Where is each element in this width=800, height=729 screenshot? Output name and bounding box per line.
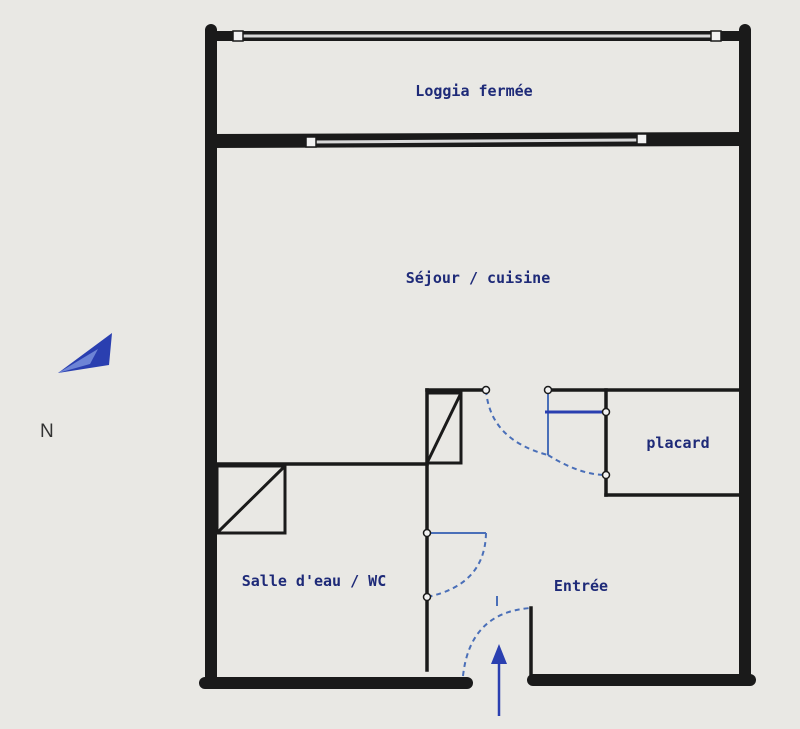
- room-label-placard: placard: [646, 434, 709, 452]
- door-swings: [422, 385, 611, 677]
- room-label-sejour: Séjour / cuisine: [406, 269, 551, 287]
- north-arrow-icon: [58, 333, 112, 373]
- top-window-node-left: [232, 30, 244, 42]
- compass-label: N: [40, 421, 54, 442]
- top-window-node-right: [710, 30, 722, 42]
- north-arrow-shade: [58, 349, 98, 373]
- entrance-door-arc: [462, 607, 532, 677]
- kitchen-duct-diagonal: [425, 392, 463, 464]
- bathroom-door-arc: [426, 532, 487, 598]
- loggia-divider-glass: [311, 138, 643, 144]
- entrance-arrow-icon: [491, 644, 507, 716]
- entrance-arrow-head: [491, 644, 507, 664]
- ducts: [215, 391, 463, 535]
- sejour-door-node: [543, 385, 553, 395]
- divider-window-node-left: [305, 136, 317, 148]
- bathroom-duct-diagonal: [215, 464, 287, 535]
- bathroom-door-hinge: [422, 528, 432, 538]
- room-label-salle-eau: Salle d'eau / WC: [242, 572, 387, 590]
- loggia-windows: [210, 30, 746, 148]
- placard-door-node-bottom: [601, 470, 611, 480]
- divider-window-node-right: [636, 133, 648, 145]
- sejour-door-hinge: [481, 385, 491, 395]
- room-label-entree: Entrée: [554, 577, 608, 595]
- placard-door-node-top: [601, 407, 611, 417]
- placard-door-arc: [547, 454, 607, 476]
- room-label-loggia: Loggia fermée: [415, 82, 532, 100]
- north-arrow-body: [58, 333, 112, 373]
- kitchen-duct: [425, 391, 463, 465]
- bathroom-duct: [215, 464, 287, 535]
- sejour-door-arc: [485, 389, 549, 456]
- bathroom-door-node: [422, 592, 432, 602]
